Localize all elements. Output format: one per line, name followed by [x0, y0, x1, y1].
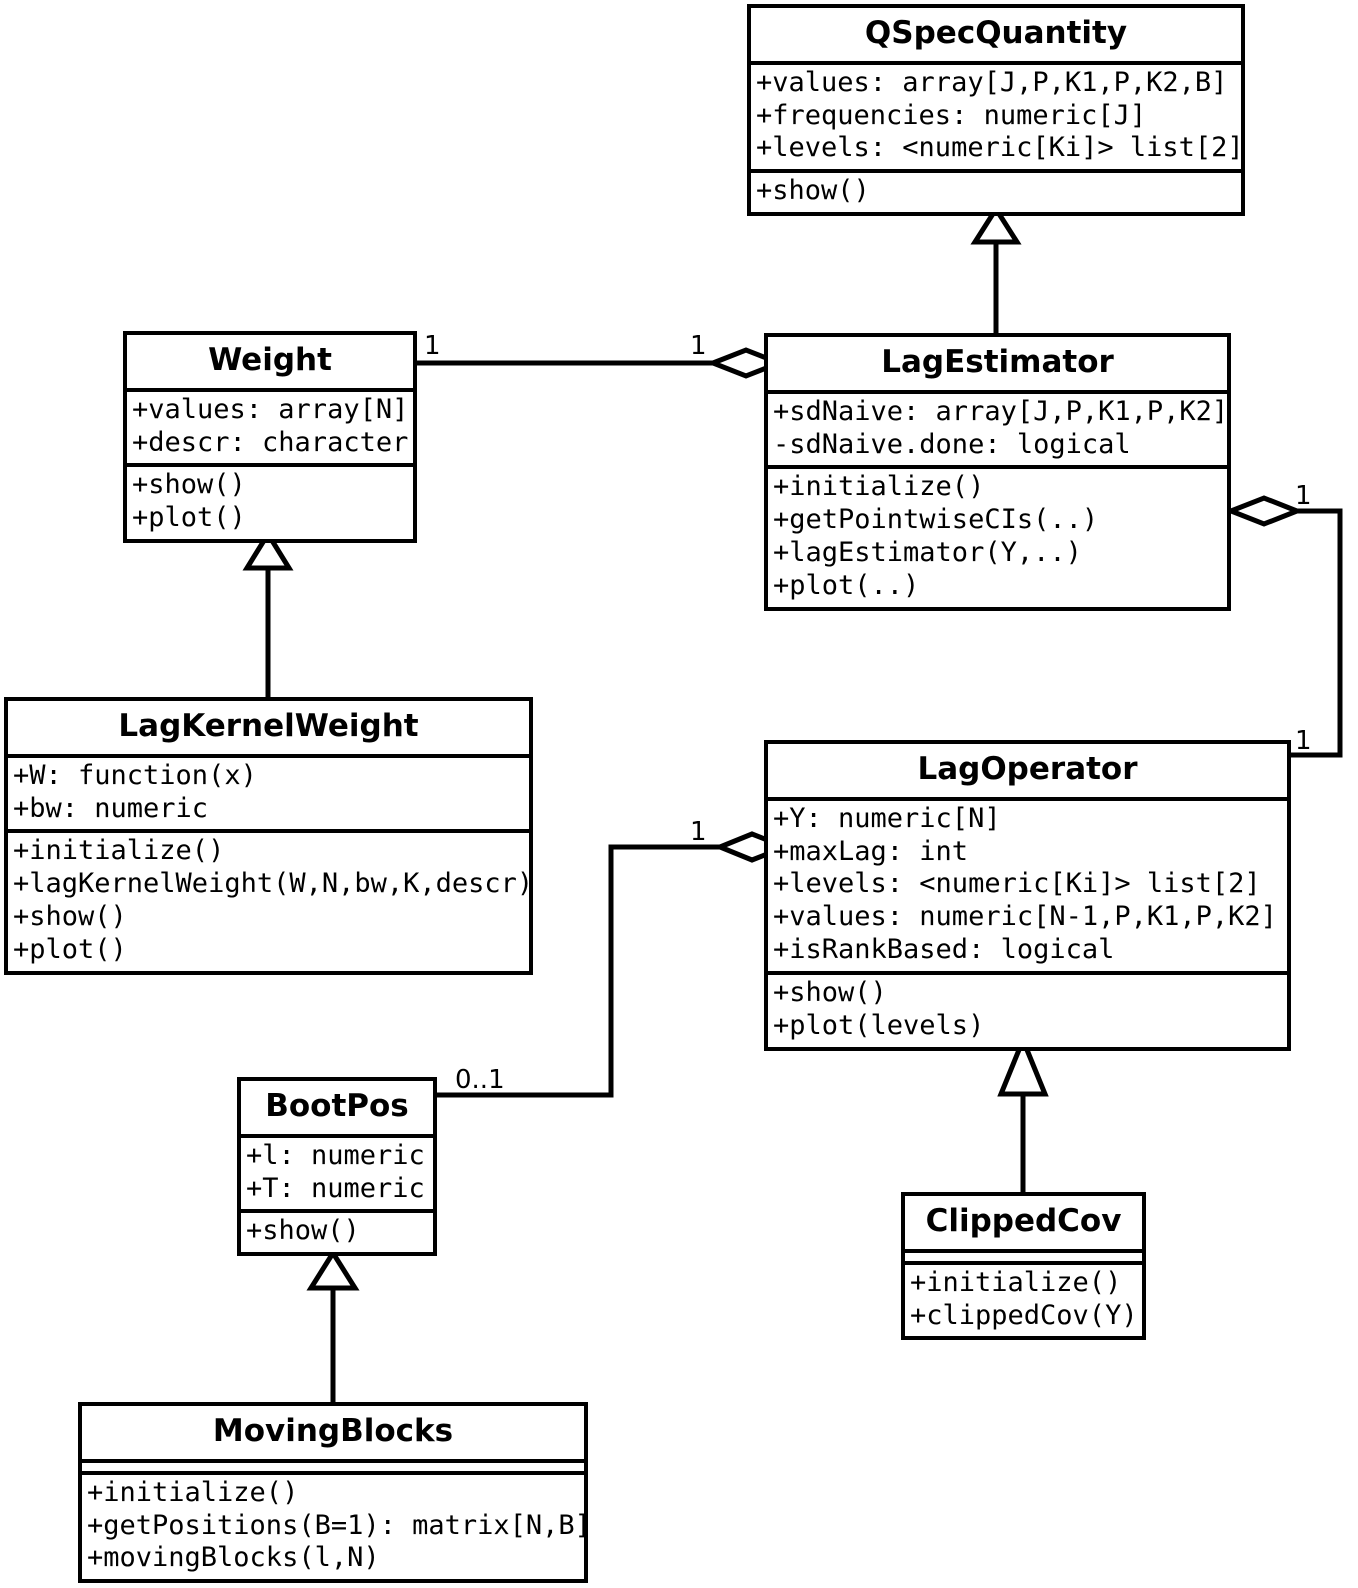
divider	[127, 387, 413, 392]
class-name-lagkernelweight: LagKernelWeight	[118, 708, 419, 744]
attributes-lagoperator: +Y: numeric[N] +maxLag: int +levels: <nu…	[768, 801, 1287, 972]
divider	[768, 796, 1287, 801]
methods-bootpos: +show()	[241, 1213, 433, 1252]
method-row: +initialize()	[87, 1476, 299, 1508]
divider	[751, 60, 1241, 65]
methods-lagkernelweight: +initialize() +lagKernelWeight(W,N,bw,K,…	[8, 833, 534, 971]
divider	[905, 1248, 1142, 1253]
divider	[768, 465, 1227, 470]
methods-lagoperator: +show() +plot(levels)	[768, 975, 1287, 1047]
method-row: +getPositions(B=1): matrix[N,B]	[87, 1509, 591, 1541]
methods-movingblocks: +initialize() +getPositions(B=1): matrix…	[82, 1475, 591, 1580]
divider	[751, 169, 1241, 174]
method-row: +plot(..)	[773, 570, 920, 602]
class-name-bootpos: BootPos	[265, 1088, 409, 1124]
divider	[768, 389, 1227, 394]
aggregation-diamond-lagestimator-lagoperator	[1224, 495, 1304, 527]
class-box-lagoperator[interactable]: LagOperator +Y: numeric[N] +maxLag: int …	[764, 740, 1291, 1052]
class-box-bootpos[interactable]: BootPos +l: numeric +T: numeric +show()	[237, 1077, 437, 1257]
attribute-row: +frequencies: numeric[J]	[756, 99, 1147, 131]
class-name-weight: Weight	[208, 342, 332, 378]
class-box-lagkernelweight[interactable]: LagKernelWeight +W: function(x) +bw: num…	[4, 697, 534, 976]
method-row: +plot(levels)	[773, 1010, 985, 1042]
methods-qspecquantity: +show()	[751, 173, 1241, 212]
attribute-row: +values: numeric[N-1,P,K1,P,K2]	[773, 901, 1277, 933]
divider	[8, 829, 529, 834]
attribute-row: +Y: numeric[N]	[773, 802, 1001, 834]
attribute-row: +descr: character	[132, 426, 409, 458]
attributes-lagkernelweight: +W: function(x) +bw: numeric	[8, 758, 529, 830]
method-row: +initialize()	[13, 835, 225, 867]
divider	[768, 971, 1287, 976]
divider	[82, 1470, 584, 1475]
method-row: +initialize()	[773, 471, 985, 503]
attributes-weight: +values: array[N] +descr: character	[127, 392, 413, 464]
multiplicity-lagestimator-to-lagoperator: 1	[1295, 481, 1312, 511]
attributes-lagestimator: +sdNaive: array[J,P,K1,P,K2] -sdNaive.do…	[768, 394, 1229, 466]
method-row: +show()	[13, 901, 127, 933]
attribute-row: +values: array[N]	[132, 393, 409, 425]
class-box-weight[interactable]: Weight +values: array[N] +descr: charact…	[123, 331, 417, 544]
attributes-clippedcov	[905, 1253, 1142, 1261]
class-name-lagoperator: LagOperator	[917, 751, 1138, 787]
aggregation-lagoperator-lagestimator-path	[1291, 508, 1343, 758]
divider	[127, 463, 413, 468]
divider	[82, 1458, 584, 1463]
divider	[8, 753, 529, 758]
class-box-lagestimator[interactable]: LagEstimator +sdNaive: array[J,P,K1,P,K2…	[764, 333, 1231, 612]
attribute-row: -sdNaive.done: logical	[773, 428, 1131, 460]
method-row: +plot()	[13, 934, 127, 966]
generalization-arrow-bootpos	[306, 1248, 360, 1291]
class-name-movingblocks: MovingBlocks	[212, 1413, 454, 1449]
class-name-clippedcov: ClippedCov	[925, 1203, 1122, 1239]
multiplicity-lagoperator-from-bootpos: 1	[690, 817, 707, 847]
attributes-bootpos: +l: numeric +T: numeric	[241, 1138, 433, 1210]
method-row: +lagKernelWeight(W,N,bw,K,descr)	[13, 868, 534, 900]
method-row: +initialize()	[910, 1266, 1122, 1298]
method-row: +show()	[246, 1215, 360, 1247]
method-row: +clippedCov(Y)	[910, 1299, 1138, 1331]
attribute-row: +maxLag: int	[773, 835, 969, 867]
multiplicity-weight-to-lagestimator: 1	[424, 331, 441, 361]
attribute-row: +bw: numeric	[13, 792, 209, 824]
method-row: +plot()	[132, 502, 246, 534]
class-box-qspecquantity[interactable]: QSpecQuantity +values: array[J,P,K1,P,K2…	[747, 4, 1245, 217]
method-row: +lagEstimator(Y,..)	[773, 537, 1082, 569]
attributes-movingblocks	[82, 1463, 584, 1471]
attribute-row: +levels: <numeric[Ki]> list[2]	[756, 132, 1244, 164]
attributes-qspecquantity: +values: array[J,P,K1,P,K2,B] +frequenci…	[751, 65, 1244, 170]
methods-lagestimator: +initialize() +getPointwiseCIs(..) +lagE…	[768, 469, 1227, 607]
attribute-row: +W: function(x)	[13, 759, 257, 791]
attribute-row: +isRankBased: logical	[773, 934, 1115, 966]
attribute-row: +levels: <numeric[Ki]> list[2]	[773, 868, 1261, 900]
method-row: +movingBlocks(l,N)	[87, 1542, 380, 1574]
divider	[241, 1209, 433, 1214]
class-name-qspecquantity: QSpecQuantity	[864, 15, 1128, 51]
method-row: +show()	[773, 977, 887, 1009]
method-row: +show()	[756, 175, 870, 207]
multiplicity-bootpos-to-lagoperator: 0..1	[455, 1065, 505, 1095]
class-name-lagestimator: LagEstimator	[881, 344, 1114, 380]
class-box-clippedcov[interactable]: ClippedCov +initialize() +clippedCov(Y)	[901, 1192, 1146, 1341]
methods-clippedcov: +initialize() +clippedCov(Y)	[905, 1265, 1142, 1337]
method-row: +show()	[132, 469, 246, 501]
attribute-row: +values: array[J,P,K1,P,K2,B]	[756, 66, 1228, 98]
divider	[241, 1133, 433, 1138]
method-row: +getPointwiseCIs(..)	[773, 504, 1099, 536]
class-box-movingblocks[interactable]: MovingBlocks +initialize() +getPositions…	[78, 1402, 591, 1584]
attribute-row: +sdNaive: array[J,P,K1,P,K2]	[773, 395, 1229, 427]
multiplicity-lagoperator-to-lagestimator: 1	[1295, 726, 1312, 756]
multiplicity-lagestimator-from-weight: 1	[690, 331, 707, 361]
attribute-row: +l: numeric	[246, 1139, 425, 1171]
divider	[905, 1260, 1142, 1265]
attribute-row: +T: numeric	[246, 1172, 425, 1204]
methods-weight: +show() +plot()	[127, 467, 413, 539]
